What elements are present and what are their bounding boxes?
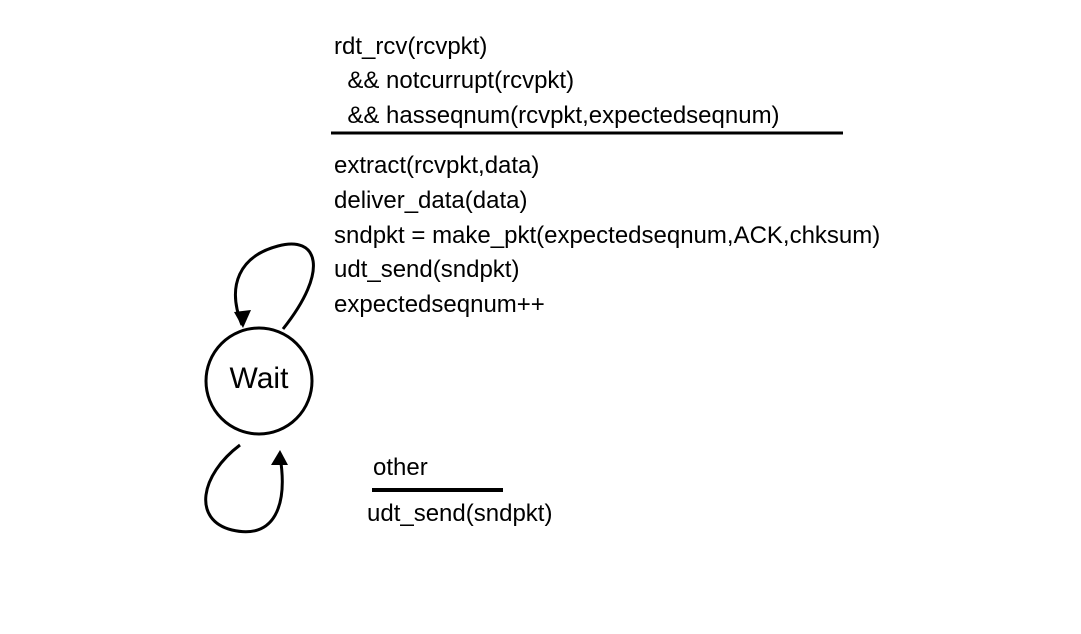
top-action-line-1: extract(rcvpkt,data) [334,152,540,179]
top-action-line-4: udt_send(sndpkt) [334,256,520,283]
top-self-loop-arrowhead [234,310,251,328]
top-event-line-2: && notcurrupt(rcvpkt) [334,67,575,94]
wait-state-circle [204,326,314,436]
top-self-loop-arrow [233,242,315,330]
wait-state-label: Wait [229,362,289,395]
bottom-action-label: udt_send(sndpkt) [367,500,553,527]
bottom-self-loop-arrow [204,443,284,534]
top-action-line-2: deliver_data(data) [334,187,528,214]
bottom-self-loop-arrowhead [271,450,288,465]
top-event-line-1: rdt_rcv(rcvpkt) [334,33,488,60]
top-action-line-5: expectedseqnum++ [334,291,545,318]
bottom-event-label: other [373,454,428,481]
top-event-line-3: && hasseqnum(rcvpkt,expectedseqnum) [334,102,780,129]
top-action-line-3: sndpkt = make_pkt(expectedseqnum,ACK,chk… [334,222,881,249]
